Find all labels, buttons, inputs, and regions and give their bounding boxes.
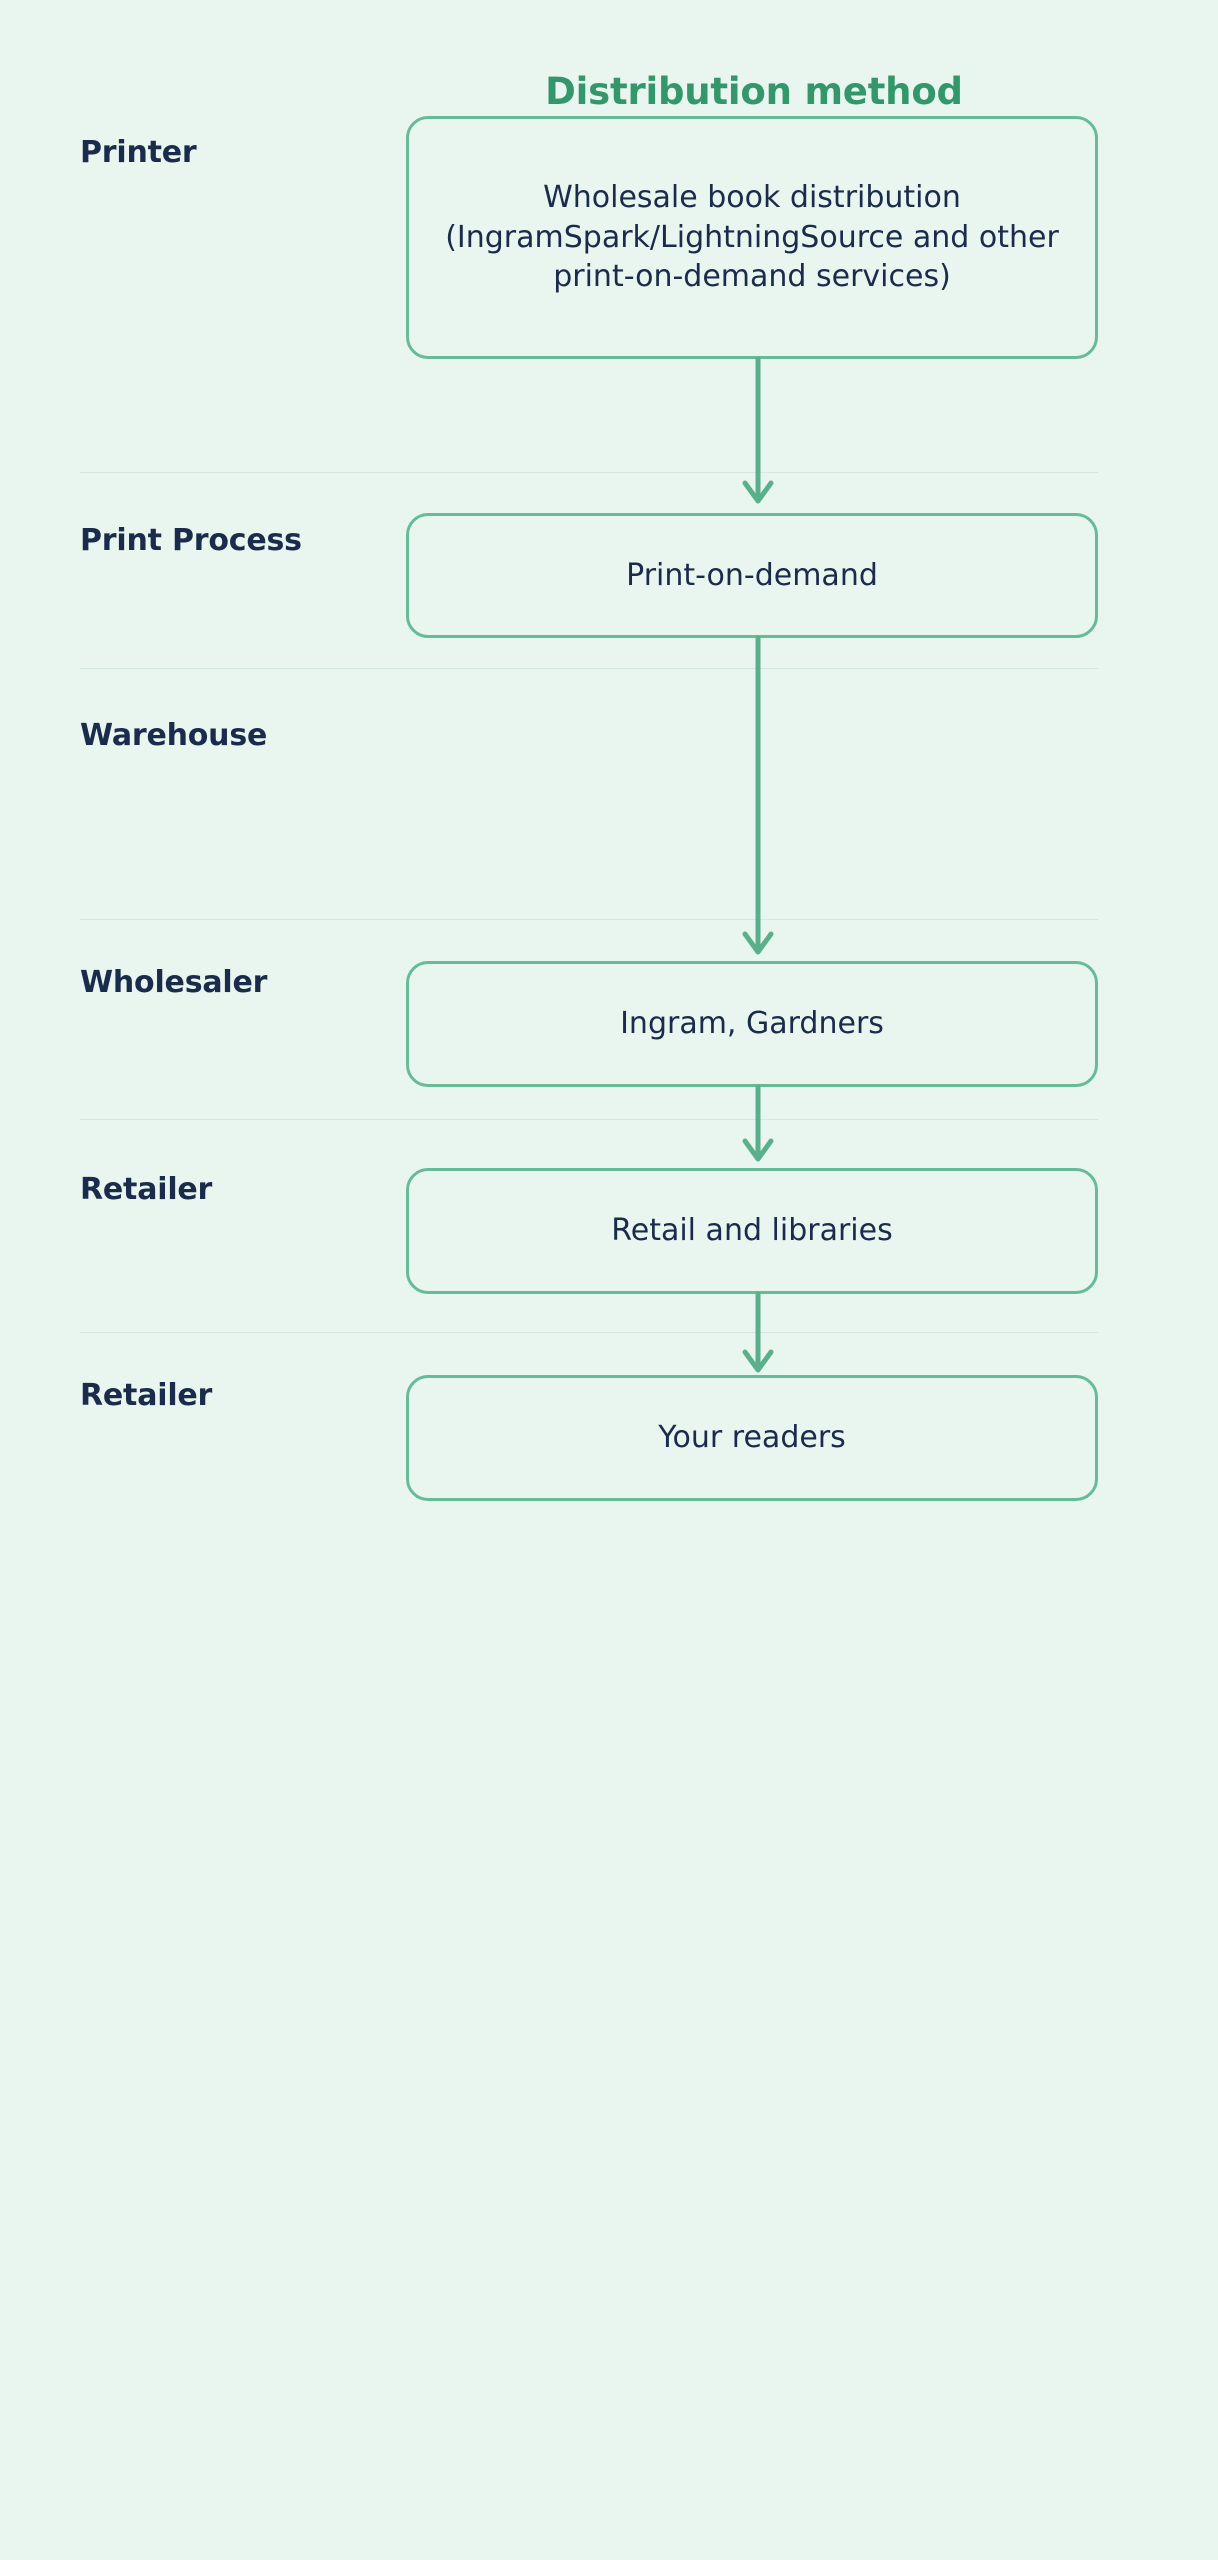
node-box-retail-and-libraries-label: Retail and libraries — [611, 1213, 893, 1249]
row-divider — [80, 919, 1098, 920]
row-divider — [80, 1119, 1098, 1120]
row-divider — [80, 472, 1098, 473]
stage-label-warehouse: Warehouse — [80, 718, 268, 753]
node-box-print-process[interactable]: Print-on-demand — [406, 513, 1098, 638]
page-title: Distribution method — [545, 70, 963, 113]
stage-label-retailer-1: Retailer — [80, 1172, 213, 1207]
stage-label-retailer-2: Retailer — [80, 1378, 213, 1413]
arrow-retailer-to-readers — [741, 1291, 775, 1376]
node-box-wholesaler[interactable]: Ingram, Gardners — [406, 961, 1098, 1087]
node-box-wholesaler-label: Ingram, Gardners — [620, 1006, 884, 1042]
stage-label-printer: Printer — [80, 135, 197, 170]
row-divider — [80, 1332, 1098, 1333]
node-box-printer-label: Wholesale book distribution (IngramSpark… — [445, 179, 1059, 295]
row-divider — [80, 668, 1098, 669]
node-box-your-readers[interactable]: Your readers — [406, 1375, 1098, 1501]
node-box-printer[interactable]: Wholesale book distribution (IngramSpark… — [406, 116, 1098, 359]
stage-label-wholesaler: Wholesaler — [80, 965, 268, 1000]
node-box-your-readers-label: Your readers — [658, 1420, 846, 1456]
arrow-printer-to-print-process — [741, 356, 775, 507]
stage-label-print-process: Print Process — [80, 523, 302, 558]
node-box-retail-and-libraries[interactable]: Retail and libraries — [406, 1168, 1098, 1294]
arrow-print-process-to-wholesaler — [741, 635, 775, 958]
arrow-wholesaler-to-retailer — [741, 1084, 775, 1165]
node-box-print-process-label: Print-on-demand — [626, 557, 878, 593]
